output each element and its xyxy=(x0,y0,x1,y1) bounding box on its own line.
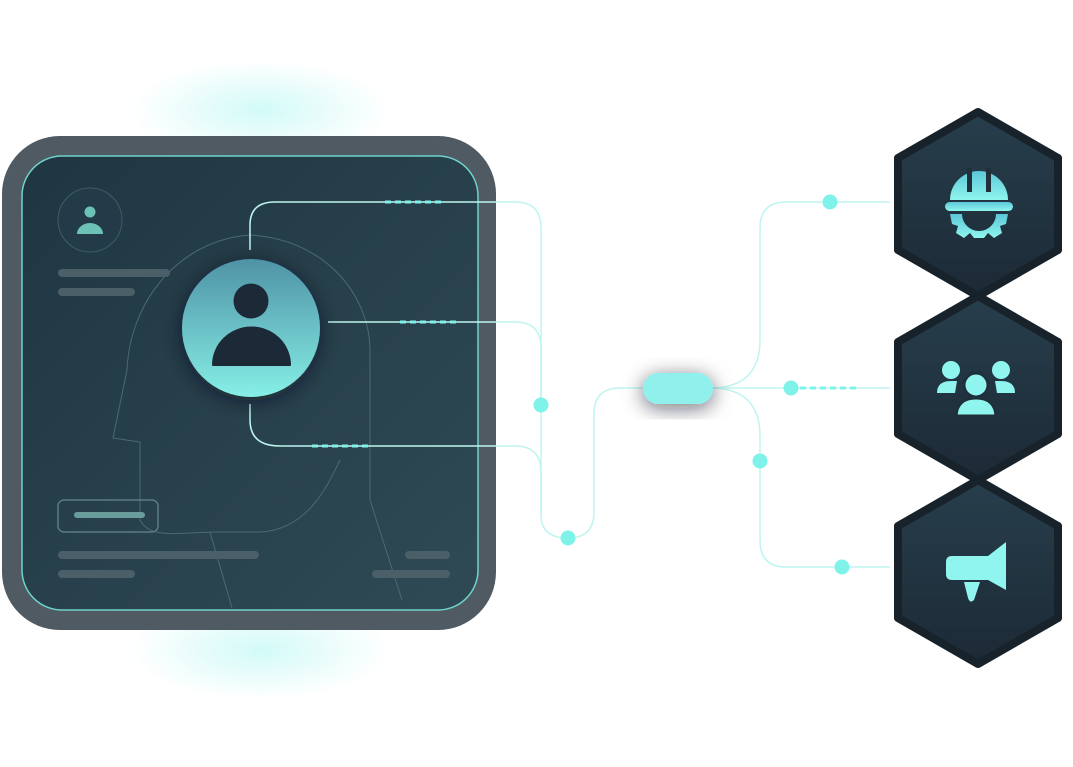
junction-dot xyxy=(822,194,838,210)
placeholder-line xyxy=(58,288,135,296)
group-users-icon xyxy=(937,361,1015,418)
main-avatar xyxy=(182,259,320,397)
placeholder-line xyxy=(58,551,259,559)
junction-dot xyxy=(752,453,768,469)
hub-hex-engineering xyxy=(894,108,1062,300)
glow-top xyxy=(130,60,390,160)
hub-hex-team xyxy=(894,292,1062,484)
small-avatar xyxy=(57,187,123,253)
junction-dot xyxy=(783,380,799,396)
placeholder-line xyxy=(58,269,170,277)
user-icon xyxy=(233,283,269,319)
head-outline-back xyxy=(249,234,403,601)
placeholder-line xyxy=(372,570,450,578)
junction-dot xyxy=(560,530,576,546)
user-icon xyxy=(84,206,96,218)
megaphone-icon xyxy=(946,542,1006,602)
placeholder-line xyxy=(405,551,450,559)
placeholder-line xyxy=(58,570,135,578)
junction-dot xyxy=(533,397,549,413)
hub-hex-marketing xyxy=(894,476,1062,668)
data-flow-dashes xyxy=(312,200,856,448)
placeholder-button xyxy=(57,499,159,533)
hard-hat-gear-icon xyxy=(945,168,1013,238)
junction-dot xyxy=(834,559,850,575)
connector-nodes xyxy=(533,194,850,575)
router-hub xyxy=(643,373,713,404)
